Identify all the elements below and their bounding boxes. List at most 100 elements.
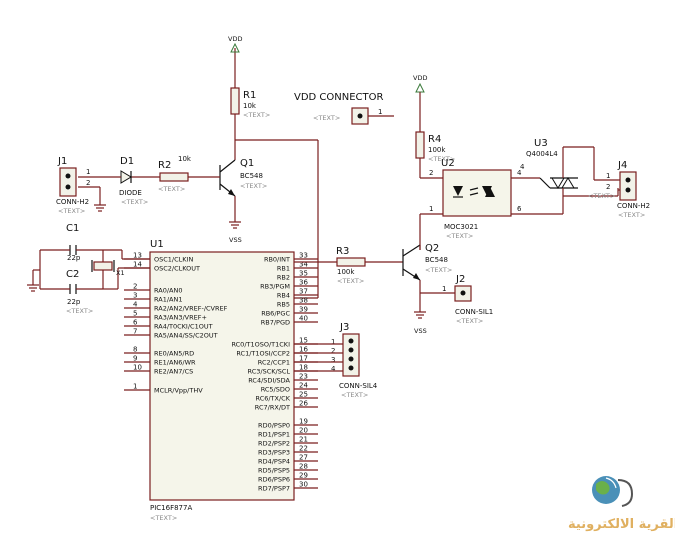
u1-right-pins: 33RB0/INT34RB135RB236RB3/PGM37RB438RB539… [231, 252, 318, 493]
svg-text:<TEXT>: <TEXT> [150, 514, 177, 522]
u1-pin-number: 29 [299, 472, 308, 480]
u1-pin-name: RA1/AN1 [154, 296, 182, 304]
u1-pin-name: RE0/AN5/RD [154, 350, 194, 358]
svg-text:CONN-H2: CONN-H2 [56, 198, 89, 206]
u1-pin-name: RC1/T1OSI/CCP2 [236, 350, 290, 358]
u1-pin-number: 40 [299, 315, 308, 323]
j1-connector: J1 1 2 CONN-H2 <TEXT> [56, 156, 90, 215]
svg-text:U1: U1 [150, 239, 164, 250]
r2-resistor: R2 10k <TEXT> [158, 155, 192, 193]
j4-connector: J4 1 2 CONN-H2 <TEXT> <TEXT> [588, 160, 650, 219]
r1-resistor: R1 10k <TEXT> [230, 87, 270, 119]
svg-text:<TEXT>: <TEXT> [588, 192, 615, 200]
u1-pin-name: RB1 [277, 265, 290, 273]
u1-pin-name: RD1/PSP1 [258, 431, 290, 439]
svg-text:3: 3 [331, 356, 335, 364]
svg-text:BC548: BC548 [425, 256, 448, 264]
svg-text:C1: C1 [66, 223, 79, 234]
c1-capacitor: C1 22p [66, 223, 81, 262]
u1-pin-name: MCLR/Vpp/THV [154, 387, 203, 395]
svg-text:1: 1 [86, 168, 90, 176]
u1-pin-number: 28 [299, 463, 308, 471]
u1-pin-number: 39 [299, 306, 308, 314]
svg-text:Q4004L4: Q4004L4 [526, 150, 558, 158]
u1-pin-name: RD0/PSP0 [258, 422, 290, 430]
u1-pin-number: 17 [299, 355, 308, 363]
vss-symbol-q2: VSS [414, 311, 427, 335]
u1-pin-number: 18 [299, 364, 308, 372]
svg-text:4: 4 [331, 365, 336, 373]
j3-connector: J3 1 2 3 4 CONN-SIL4 <TEXT> [331, 322, 378, 399]
u1-pin-name: RA4/T0CKI/C1OUT [154, 323, 213, 331]
svg-text:CONN-SIL4: CONN-SIL4 [339, 382, 378, 390]
svg-text:U2: U2 [441, 158, 455, 169]
svg-text:22p: 22p [67, 254, 81, 262]
svg-text:CONN-SIL1: CONN-SIL1 [455, 308, 493, 316]
u1-pin-name: RB3/PGM [260, 283, 290, 291]
svg-text:R3: R3 [336, 246, 349, 257]
svg-text:VSS: VSS [229, 236, 242, 244]
svg-text:<TEXT>: <TEXT> [313, 114, 340, 122]
u1-pin-number: 33 [299, 252, 308, 260]
u1-pin-name: RD7/PSP7 [258, 485, 290, 493]
svg-text:10k: 10k [243, 102, 257, 110]
svg-text:4: 4 [520, 163, 525, 171]
svg-text:22p: 22p [67, 298, 81, 306]
u1-pin-name: RA0/AN0 [154, 287, 182, 295]
u1-pin-number: 6 [133, 319, 138, 327]
svg-text:<TEXT>: <TEXT> [58, 207, 85, 215]
svg-text:<TEXT>: <TEXT> [446, 232, 473, 240]
c2-capacitor: C2 22p <TEXT> [66, 269, 93, 315]
svg-text:القرية الالكترونية: القرية الالكترونية [568, 517, 675, 532]
u1-pin-name: RD5/PSP5 [258, 467, 290, 475]
svg-text:VDD: VDD [228, 35, 242, 43]
svg-text:<TEXT>: <TEXT> [428, 155, 455, 163]
svg-text:4: 4 [517, 169, 522, 177]
svg-text:100k: 100k [337, 268, 355, 276]
svg-text:6: 6 [517, 205, 522, 213]
svg-text:1: 1 [331, 338, 335, 346]
svg-text:<TEXT>: <TEXT> [121, 198, 148, 206]
u1-pin-number: 15 [299, 337, 308, 345]
svg-text:<TEXT>: <TEXT> [337, 277, 364, 285]
ground-symbol-caps [27, 284, 39, 292]
vss-symbol-q1: VSS [229, 221, 242, 244]
r3-resistor: R3 100k <TEXT> [336, 246, 366, 285]
u1-pin-number: 1 [133, 383, 137, 391]
u2-optocoupler: U2 2 1 4 6 MOC3021 <TEXT> [429, 158, 522, 240]
u1-pin-name: RB2 [277, 274, 290, 282]
svg-text:VDD: VDD [413, 74, 427, 82]
u1-pin-number: 30 [299, 481, 308, 489]
svg-text:U3: U3 [534, 138, 548, 149]
svg-text:R4: R4 [428, 134, 441, 145]
svg-text:CONN-H2: CONN-H2 [617, 202, 650, 210]
u1-pin-number: 38 [299, 297, 308, 305]
ground-symbol-j1 [94, 204, 106, 212]
svg-text:PIC16F877A: PIC16F877A [150, 504, 192, 512]
watermark: القرية الالكترونية [568, 476, 675, 532]
u1-pin-name: RD2/PSP2 [258, 440, 290, 448]
u1-pin-name: RB0/INT [264, 256, 290, 264]
u1-pin-number: 22 [299, 445, 308, 453]
u1-pin-name: RC6/TX/CK [256, 395, 291, 403]
u1-pin-name: RA3/AN3/VREF+ [154, 314, 207, 322]
u1-pin-number: 19 [299, 418, 308, 426]
u1-pin-number: 27 [299, 454, 308, 462]
u1-pin-name: RC2/CCP1 [258, 359, 290, 367]
u1-pin-number: 10 [133, 364, 142, 372]
svg-text:1: 1 [442, 285, 446, 293]
svg-text:R2: R2 [158, 160, 171, 171]
u1-pin-number: 25 [299, 391, 308, 399]
j2-connector: J2 1 CONN-SIL1 <TEXT> [442, 274, 493, 325]
svg-text:<TEXT>: <TEXT> [240, 182, 267, 190]
u1-pin-name: OSC2/CLKOUT [154, 265, 200, 273]
svg-text:<TEXT>: <TEXT> [456, 317, 483, 325]
svg-text:100k: 100k [428, 146, 446, 154]
svg-text:J4: J4 [617, 160, 627, 171]
svg-text:C2: C2 [66, 269, 79, 280]
svg-text:2: 2 [86, 179, 90, 187]
u1-pin-name: RC5/SDO [261, 386, 290, 394]
globe-icon [592, 476, 634, 507]
